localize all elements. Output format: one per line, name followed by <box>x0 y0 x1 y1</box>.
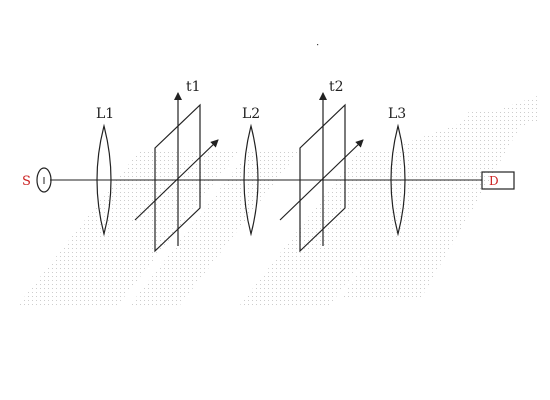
plane-t1 <box>134 92 219 253</box>
stray-dot <box>317 44 319 46</box>
plane-t2 <box>279 92 364 253</box>
lens-l2 <box>243 123 259 237</box>
detector-box <box>481 171 515 190</box>
lens-l3-label: L3 <box>388 106 406 122</box>
lens-l3 <box>390 123 406 237</box>
lens-l2-label: L2 <box>242 106 260 122</box>
plane-t2-label: t2 <box>329 79 344 95</box>
plane-t1-label: t1 <box>186 79 201 95</box>
detector-label: D <box>489 174 499 188</box>
source-ellipse <box>36 167 52 193</box>
lens-l1-label: L1 <box>96 106 114 122</box>
source-label: S <box>22 174 31 189</box>
lens-l1 <box>96 123 112 237</box>
dotted-background-bands <box>18 95 540 305</box>
